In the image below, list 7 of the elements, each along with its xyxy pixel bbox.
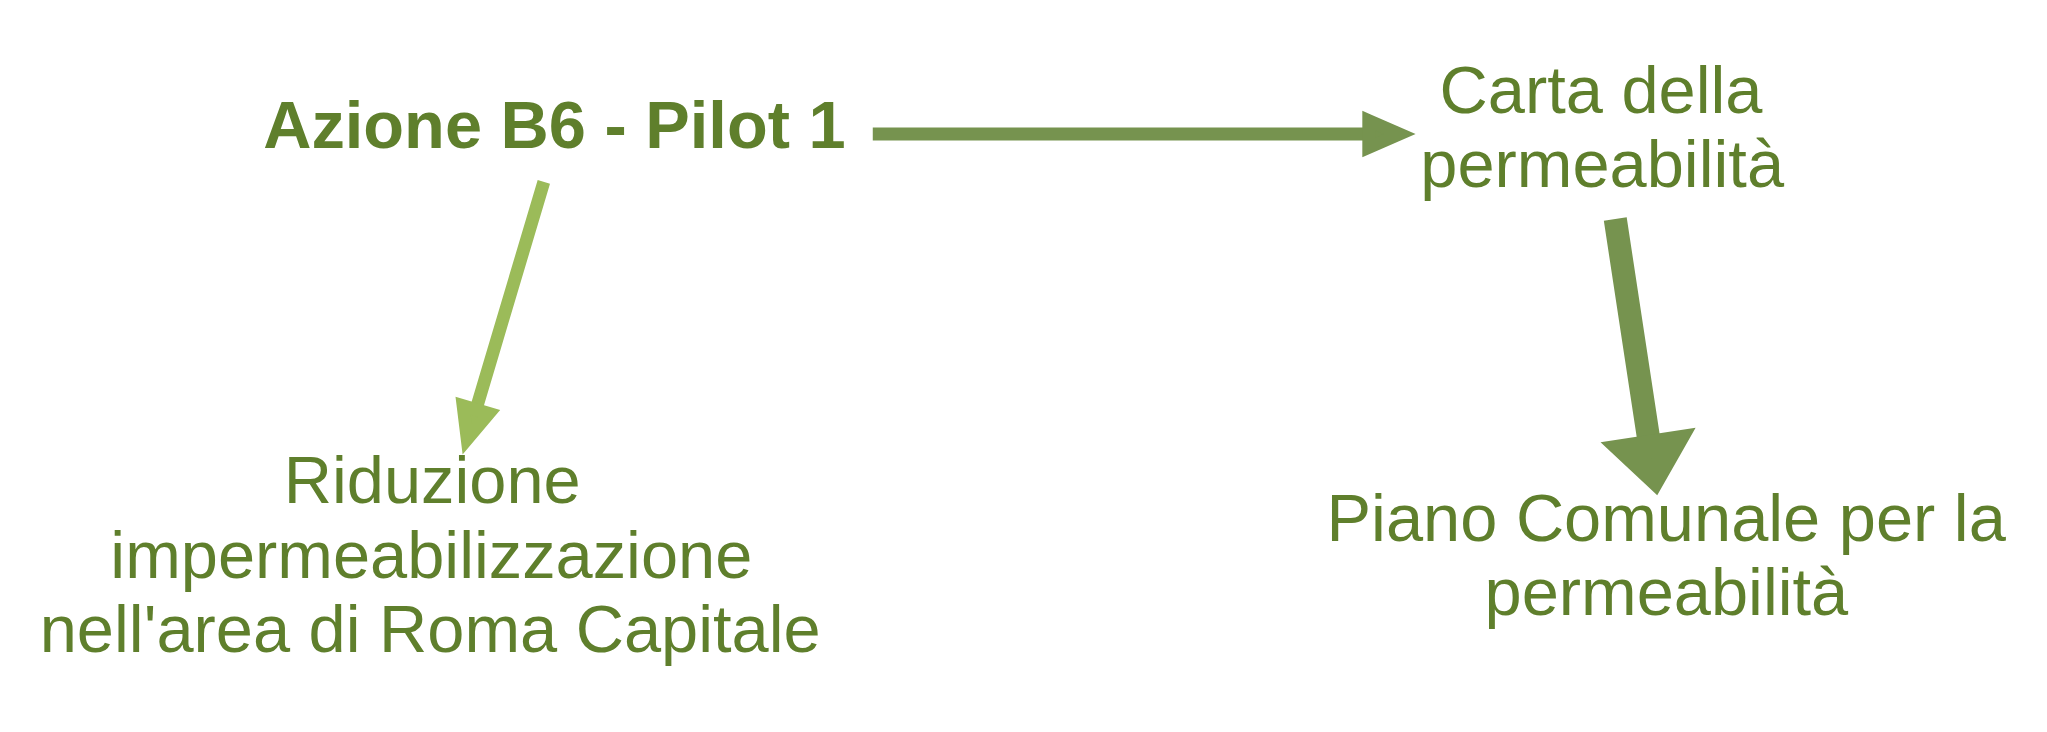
node-text: Carta della permeabilità (1420, 52, 1785, 201)
arrow (872, 110, 1416, 157)
node-text: Piano Comunale per la permeabilità (1326, 480, 2006, 629)
arrow (1600, 216, 1696, 495)
node-text: Azione B6 - Pilot 1 (263, 87, 846, 162)
arrow (455, 179, 550, 454)
node-text: Riduzione impermeabilizzazione nell'area di Roma Capitale (39, 442, 821, 666)
